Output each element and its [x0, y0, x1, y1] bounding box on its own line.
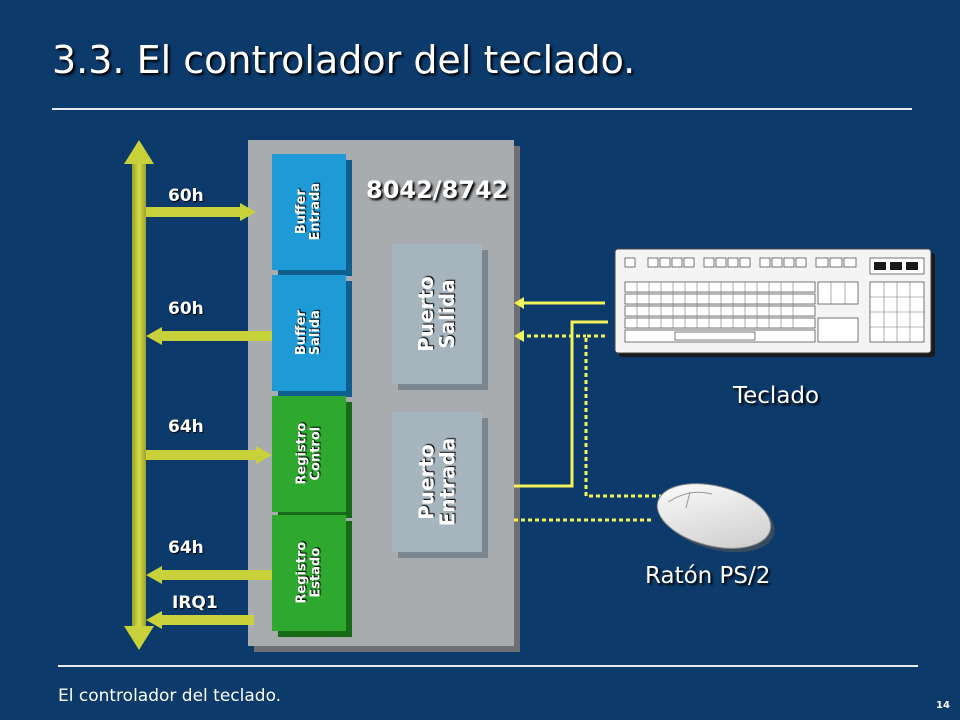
- bus-connection-64h-out: [146, 566, 272, 584]
- system-bus: [124, 140, 154, 650]
- address-label-64h-control: 64h: [168, 417, 204, 437]
- bus-connection-60h-out: [146, 327, 272, 345]
- register-label-line2: Entrada: [308, 183, 323, 241]
- address-label-60h-output: 60h: [168, 299, 204, 319]
- port-label-line2: Salida: [435, 279, 459, 349]
- address-label-60h-input: 60h: [168, 186, 204, 206]
- port-shapes: [392, 244, 488, 558]
- register-label-line2: Control: [307, 427, 323, 481]
- mouse-label: Ratón PS/2: [645, 563, 771, 589]
- register-shapes: [272, 154, 352, 637]
- keyboard-clock-line: [514, 297, 605, 309]
- mouse-icon: [656, 483, 775, 553]
- port-label-line2: Entrada: [434, 437, 459, 527]
- mouse-data-line: [514, 330, 668, 522]
- slide-title: 3.3. El controlador del teclado.: [52, 38, 636, 82]
- keyboard-icon: [614, 248, 935, 357]
- bus-connection-60h-in: [146, 203, 256, 221]
- address-label-64h-status: 64h: [168, 538, 204, 558]
- title-divider: [52, 108, 912, 110]
- irq-label: IRQ1: [172, 593, 218, 613]
- keyboard-label: Teclado: [733, 383, 820, 409]
- chip-label: 8042/8742: [366, 176, 509, 204]
- keyboard-data-line: [514, 320, 608, 488]
- footer-text: El controlador del teclado.: [58, 686, 282, 706]
- bus-connection-64h-in: [146, 446, 272, 464]
- register-label-line2: Estado: [307, 548, 323, 598]
- footer-divider: [58, 665, 918, 667]
- bus-connection-irq1: [146, 611, 254, 629]
- register-label-line2: Salida: [307, 310, 323, 356]
- page-number: 14: [936, 700, 950, 711]
